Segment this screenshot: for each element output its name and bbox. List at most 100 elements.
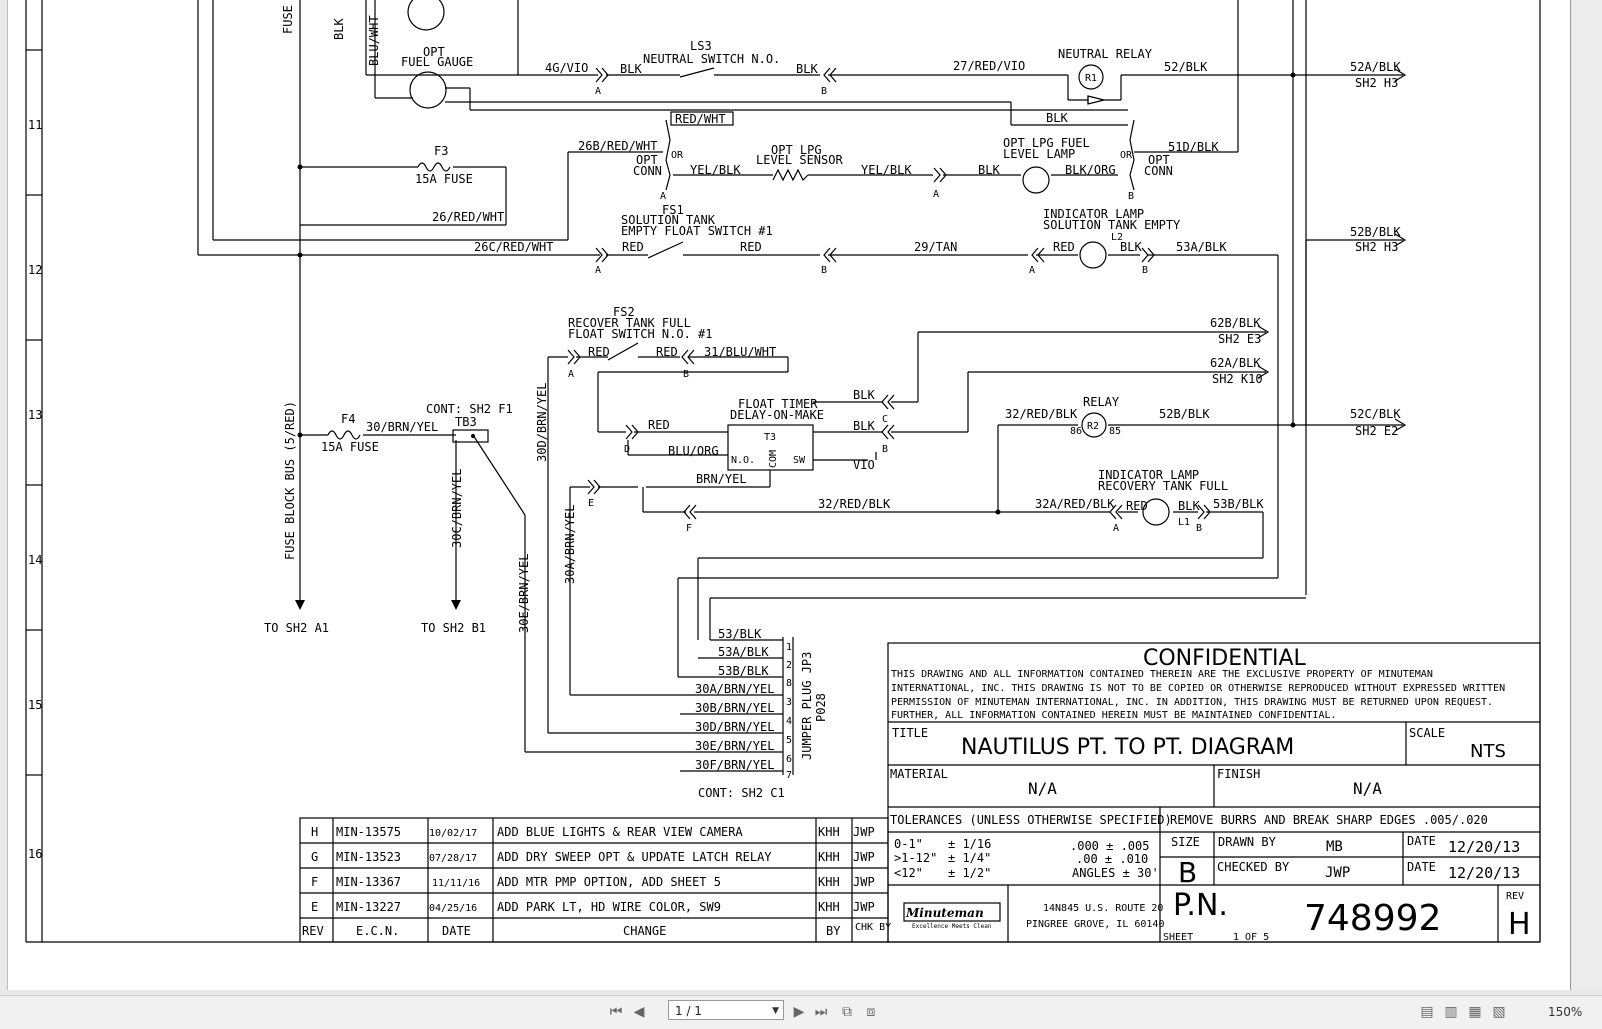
label: BLK: [1178, 499, 1200, 513]
scale-label: SCALE: [1409, 726, 1445, 740]
notice-line: FURTHER, ALL INFORMATION CONTAINED HEREI…: [891, 710, 1337, 721]
continuous-icon[interactable]: ▥: [1444, 1004, 1458, 1020]
notice-line: PERMISSION OF MINUTEMAN INTERNATIONAL, I…: [891, 697, 1493, 708]
label: FUEL GAUGE: [401, 55, 473, 69]
label: 52C/BLK: [1350, 407, 1401, 421]
label: NEUTRAL SWITCH N.O.: [643, 52, 780, 66]
pin-label: E: [588, 498, 594, 509]
rev-letter: G: [311, 850, 318, 864]
notice-line: THIS DRAWING AND ALL INFORMATION CONTAIN…: [891, 669, 1433, 680]
tol-range: >1-12": [894, 851, 937, 865]
rev-letter: F: [311, 875, 318, 889]
last-page-icon[interactable]: ⏭: [814, 1004, 828, 1020]
rev-ecn: MIN-13575: [336, 825, 401, 839]
tol-value: ± 1/4": [948, 851, 991, 865]
label: CONN: [1144, 164, 1173, 178]
label: 30/BRN/YEL: [366, 420, 438, 434]
arrows: [295, 68, 1407, 610]
label: 52B/BLK: [1350, 225, 1401, 239]
page-selector[interactable]: 1 / 1▼: [668, 1000, 784, 1020]
rev-change: ADD MTR PMP OPTION, ADD SHEET 5: [497, 875, 721, 889]
size-value: B: [1178, 856, 1197, 889]
label: RED/WHT: [675, 112, 726, 126]
tolerances-label: TOLERANCES (UNLESS OTHERWISE SPECIFIED): [890, 813, 1172, 827]
pin-label: B: [683, 369, 689, 380]
rev-date: 04/25/16: [429, 903, 477, 914]
label: BLK: [1046, 111, 1068, 125]
checked-by-label: CHECKED BY: [1217, 860, 1290, 874]
drawn-date: 12/20/13: [1448, 838, 1520, 856]
label: CONT: SH2 C1: [698, 786, 785, 800]
label: FS1: [662, 203, 684, 217]
label: FLOAT TIMER: [738, 397, 818, 411]
label: L1: [1178, 517, 1190, 528]
checked-by-value: JWP: [1325, 865, 1350, 881]
wires: [197, 0, 1403, 772]
two-page-continuous-icon[interactable]: ▧: [1492, 1004, 1506, 1020]
title-block: CONFIDENTIAL THIS DRAWING AND ALL INFORM…: [887, 642, 1541, 943]
pin-label: F: [686, 523, 692, 534]
label: JUMPER PLUG JP3: [800, 652, 814, 760]
plug-wire-label: 53/BLK: [718, 627, 762, 641]
pin-label: C: [882, 414, 888, 425]
label: INDICATOR LAMP: [1043, 207, 1144, 221]
label: OR: [1120, 150, 1133, 161]
two-page-icon[interactable]: ▦: [1468, 1004, 1482, 1020]
label: INDICATOR LAMP: [1098, 468, 1199, 482]
minuteman-logo-icon: [903, 902, 1001, 922]
rev-label: REV: [1506, 891, 1524, 902]
label: 27/RED/VIO: [953, 59, 1025, 73]
page-indicator: 1 / 1: [675, 1004, 702, 1018]
sheet-border: [25, 0, 1541, 943]
plug-pin: 7: [786, 770, 792, 781]
plug-wire-label: 53B/BLK: [718, 664, 769, 678]
next-page-icon[interactable]: ▶: [793, 1004, 805, 1020]
finish-label: FINISH: [1217, 767, 1260, 781]
confidential-heading: CONFIDENTIAL: [1143, 646, 1307, 671]
plug-pin: 4: [786, 716, 792, 727]
label: 15A FUSE: [321, 440, 379, 454]
prev-page-icon[interactable]: ◀: [633, 1004, 645, 1020]
label: RED: [656, 345, 678, 359]
drawn-by-value: MB: [1326, 839, 1343, 855]
label: 30D/BRN/YEL: [535, 383, 549, 462]
label: OPT: [636, 153, 658, 167]
document-page: 11 12 13 14 15 16: [7, 0, 1571, 990]
label: OPT: [423, 45, 445, 59]
pin-label: A: [595, 86, 601, 97]
zoom-level[interactable]: 150%: [1548, 1005, 1583, 1019]
rev-chk: JWP: [853, 875, 875, 889]
single-page-icon[interactable]: ▤: [1420, 1004, 1434, 1020]
label: 85: [1109, 426, 1121, 437]
label: 62A/BLK: [1210, 356, 1261, 370]
sheet-label: SHEET: [1163, 932, 1193, 943]
label: 53B/BLK: [1213, 497, 1264, 511]
connectors: [567, 67, 1211, 520]
pin-label: B: [1142, 265, 1148, 276]
rev-date: 10/02/17: [429, 828, 477, 839]
label: 30A/BRN/YEL: [563, 505, 577, 584]
junction-dots: [297, 72, 1296, 515]
label: 51D/BLK: [1168, 140, 1219, 154]
tol-decimal: .000 ± .005: [1070, 839, 1149, 853]
label: R1: [1085, 73, 1097, 84]
label: BLK/ORG: [1065, 163, 1116, 177]
label: TB3: [455, 415, 477, 429]
fit-width-icon[interactable]: ⧈: [866, 1004, 876, 1020]
rev-chk: JWP: [853, 850, 875, 864]
plug-wire-label: 53A/BLK: [718, 645, 769, 659]
plug-pin: 3: [786, 697, 792, 708]
label: SOLUTION TANK EMPTY: [1043, 218, 1181, 232]
label: SH2 E3: [1218, 332, 1261, 346]
vertical-scrollbar[interactable]: [1572, 0, 1602, 990]
rev-by: KHH: [818, 900, 840, 914]
fit-page-icon[interactable]: ⧉: [842, 1004, 852, 1020]
pin-label: B: [821, 86, 827, 97]
date-label: DATE: [1407, 834, 1436, 848]
label: 52A/BLK: [1350, 60, 1401, 74]
row-number: 13: [28, 408, 42, 422]
plug-wire-label: 30A/BRN/YEL: [695, 682, 774, 696]
first-page-icon[interactable]: ⏮: [609, 1004, 623, 1020]
label: SH2 H3: [1355, 76, 1398, 90]
rev-header: E.C.N.: [356, 924, 399, 938]
